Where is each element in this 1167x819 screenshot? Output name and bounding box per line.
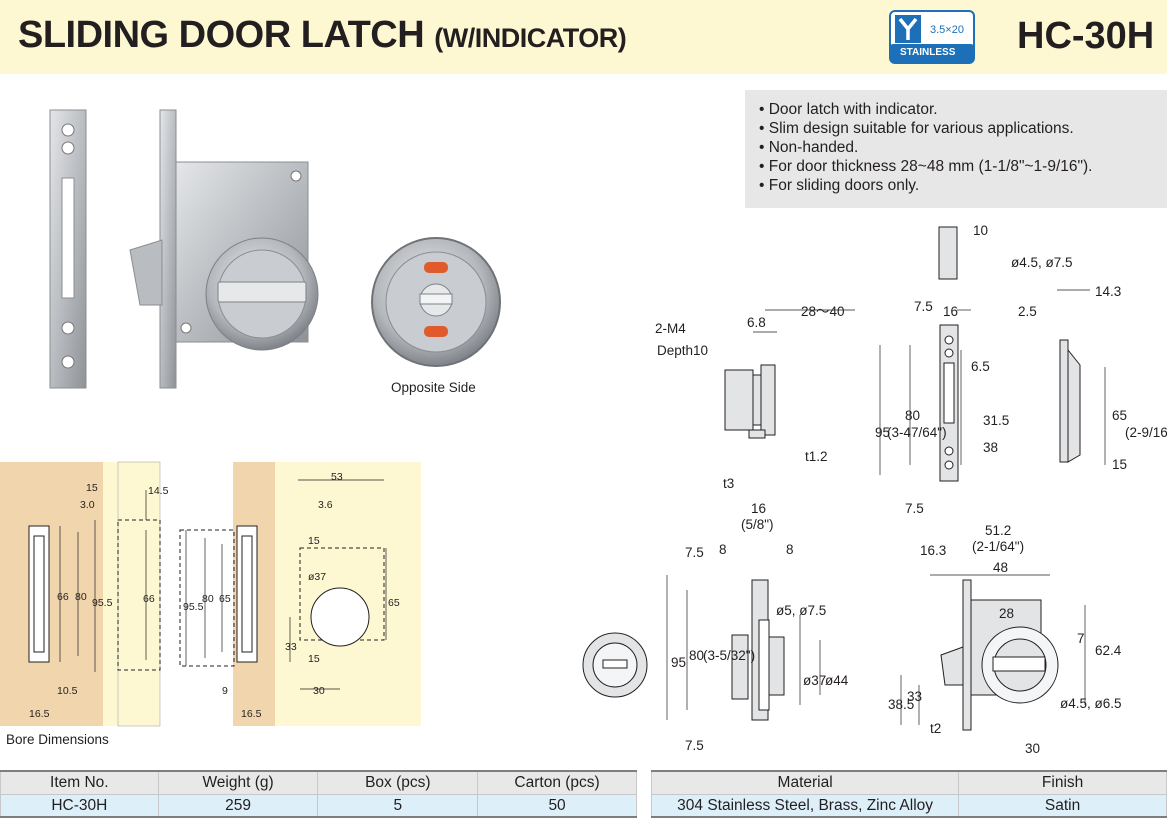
dim-label: 7.5 [905, 501, 924, 516]
dim-label: (2-1/64") [972, 539, 1024, 554]
dim-label: 8 [719, 542, 727, 557]
dim-label: 16 [943, 304, 958, 319]
dim-label: 28～40 [801, 304, 845, 319]
dim-label: 31.5 [983, 413, 1009, 428]
dim-label: (3-47/64") [887, 425, 947, 440]
dim-label: 16 [751, 501, 766, 516]
bore-label: 15 [86, 482, 98, 494]
bore-label: 65 [388, 597, 400, 609]
dim-label: 7.5 [914, 299, 933, 314]
feature-item: For door thickness 28~48 mm (1-1/8"~1-9/… [759, 157, 1167, 176]
bore-label: 3.0 [80, 499, 95, 511]
technical-drawings: 2-M4 Depth10 6.8 28～40 t1.2 t3 10 ø4.5, … [582, 223, 1167, 756]
bore-label: 80 [75, 591, 87, 603]
bore-label: 16.5 [241, 708, 262, 720]
table-header: Carton (pcs) [477, 770, 637, 795]
bore-label: 65 [219, 593, 231, 605]
dim-label: (3-5/32") [703, 648, 755, 663]
dim-label: 38.5 [888, 697, 914, 712]
table-cell: HC-30H [0, 794, 159, 818]
opposite-side-photo [371, 237, 501, 367]
page-title: SLIDING DOOR LATCH (W/INDICATOR) [18, 14, 627, 56]
bore-dimensions-diagram: 15 3.0 14.5 66 80 95.5 10.5 16.5 66 95.5… [0, 461, 421, 727]
caption-opposite-side: Opposite Side [391, 380, 476, 395]
dim-label: 7 [1077, 631, 1085, 646]
dim-label: 48 [993, 560, 1008, 575]
dim-label: 95 [671, 655, 686, 670]
dim-label: 6.5 [971, 359, 990, 374]
feature-item: Non-handed. [759, 138, 1167, 157]
table-cell: 259 [157, 794, 319, 818]
bore-label: 95.5 [183, 601, 204, 613]
feature-item: For sliding doors only. [759, 176, 1167, 195]
feature-list: Door latch with indicator. Slim design s… [745, 90, 1167, 208]
bore-label: 66 [57, 591, 69, 603]
table-header: Weight (g) [157, 770, 319, 795]
bore-label: 9 [222, 685, 228, 697]
dim-label: 14.3 [1095, 284, 1121, 299]
table-header: Box (pcs) [317, 770, 479, 795]
stainless-screw-logo [889, 10, 975, 64]
bore-label: 80 [202, 593, 214, 605]
dim-label: 80 [689, 648, 704, 663]
spec-table: Item No. Weight (g) Box (pcs) Carton (pc… [0, 770, 637, 818]
material-table: Material Finish 304 Stainless Steel, Bra… [650, 770, 1167, 818]
dim-label: 95 [875, 425, 890, 440]
table-header: Material [650, 770, 960, 795]
model-number: HC-30H [1017, 15, 1155, 57]
table-header: Finish [958, 770, 1167, 795]
dim-label: 6.8 [747, 315, 766, 330]
dim-label: ø37 [803, 673, 826, 688]
dim-label: ø4.5, ø6.5 [1060, 696, 1122, 711]
dim-label: ø4.5, ø7.5 [1011, 255, 1073, 270]
feature-item: Slim design suitable for various applica… [759, 119, 1167, 138]
bore-label: 33 [285, 641, 297, 653]
dim-label: 65 [1112, 408, 1127, 423]
bore-label: 14.5 [148, 485, 169, 497]
dim-label: 30 [1025, 741, 1040, 756]
dim-label: 38 [983, 440, 998, 455]
bore-label: 15 [308, 653, 320, 665]
product-photo [49, 109, 319, 389]
dim-label: 51.2 [985, 523, 1011, 538]
bore-label: 30 [313, 685, 325, 697]
table-cell: 304 Stainless Steel, Brass, Zinc Alloy [650, 794, 960, 818]
table-cell: 50 [477, 794, 637, 818]
caption-bore-dimensions: Bore Dimensions [6, 732, 109, 747]
dim-label: t3 [723, 476, 734, 491]
dim-label: t1.2 [805, 449, 828, 464]
dim-label: t2 [930, 721, 941, 736]
dim-label: Depth10 [657, 343, 708, 358]
table-cell: Satin [958, 794, 1167, 818]
dim-label: 2.5 [1018, 304, 1037, 319]
dim-label: 7.5 [685, 738, 704, 753]
dim-label: 80 [905, 408, 920, 423]
table-header: Item No. [0, 770, 159, 795]
dim-label: 2-M4 [655, 321, 686, 336]
logo-material: STAINLESS [900, 47, 956, 58]
dim-label: 8 [786, 542, 794, 557]
feature-item: Door latch with indicator. [759, 100, 1167, 119]
dim-label: 16.3 [920, 543, 946, 558]
logo-spec: 3.5×20 [930, 24, 964, 36]
dim-label: 33 [907, 689, 922, 704]
bore-label: 10.5 [57, 685, 78, 697]
dim-label: (5/8") [741, 517, 774, 532]
dim-label: 10 [973, 223, 988, 238]
dim-label: 62.4 [1095, 643, 1122, 658]
dim-label: 28 [999, 606, 1014, 621]
bore-label: 95.5 [92, 597, 113, 609]
dim-label: 7.5 [685, 545, 704, 560]
bore-label: 66 [143, 593, 155, 605]
dim-label: (2-9/16") [1125, 425, 1167, 440]
dim-label: 15 [1112, 457, 1127, 472]
bore-label: 16.5 [29, 708, 50, 720]
bore-label: ø37 [308, 571, 326, 583]
dim-label: ø5, ø7.5 [776, 603, 826, 618]
dim-label: ø44 [825, 673, 849, 688]
bore-label: 53 [331, 471, 343, 483]
bore-label: 15 [308, 535, 320, 547]
table-cell: 5 [317, 794, 479, 818]
bore-label: 3.6 [318, 499, 333, 511]
